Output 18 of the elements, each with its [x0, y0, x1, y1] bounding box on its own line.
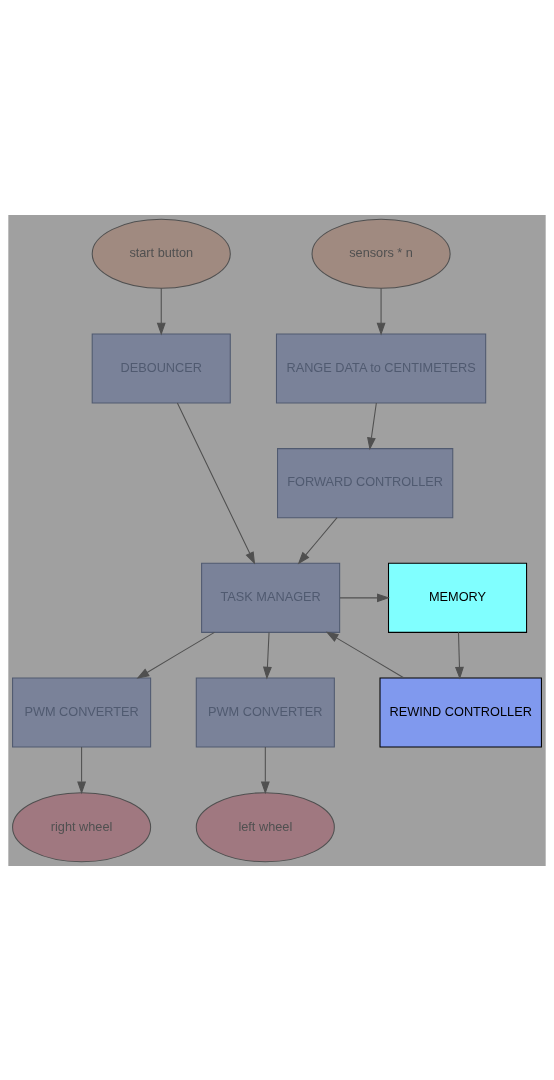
node-ellipse: left wheel	[195, 791, 335, 862]
arrow	[156, 287, 166, 335]
arrow	[455, 631, 464, 680]
arrow	[77, 746, 87, 794]
arrow	[339, 592, 390, 602]
node-ellipse: sensors * n	[311, 218, 451, 289]
node-box: REWIND CONTROLLER	[379, 677, 542, 748]
arrow	[376, 287, 386, 335]
arrow	[176, 402, 256, 565]
node-box: MEMORY	[388, 562, 528, 633]
node-ellipse: right wheel	[12, 791, 152, 862]
arrow	[262, 631, 272, 680]
node-ellipse: start button	[91, 218, 231, 289]
arrow	[136, 631, 215, 679]
arrow	[367, 401, 377, 450]
arrow	[325, 631, 405, 678]
arrow	[297, 516, 338, 564]
arrow	[260, 746, 270, 794]
